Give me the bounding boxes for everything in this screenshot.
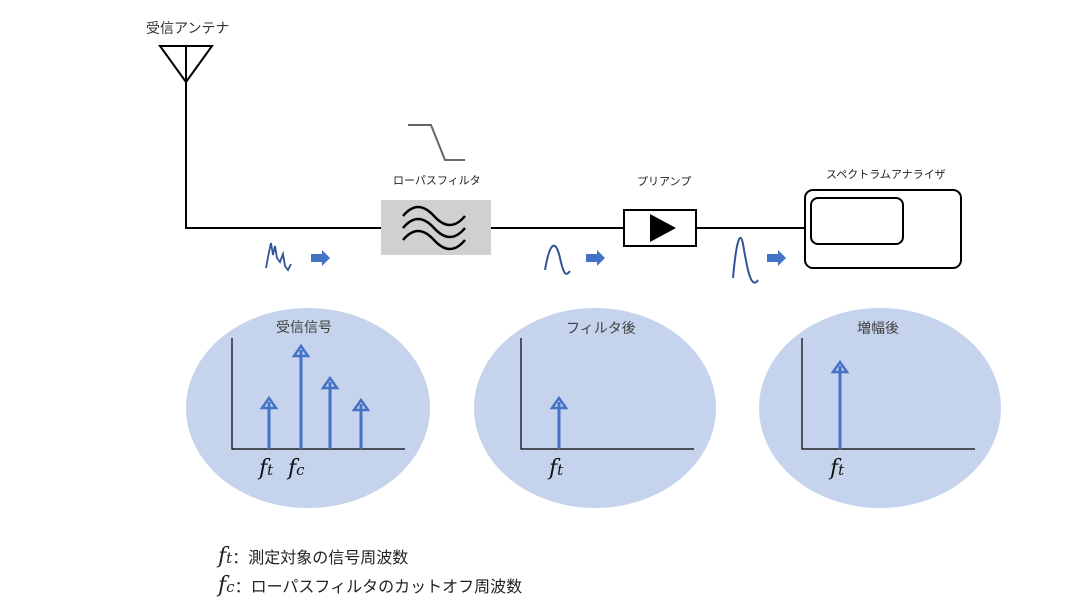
amplifier-icon [650, 214, 676, 242]
lpf-label: ローパスフィルタ [393, 174, 481, 187]
amp-label: プリアンプ [637, 175, 692, 188]
legend-item-fc: fc：ローパスフィルタのカットオフ周波数 [218, 573, 523, 598]
antenna-icon [158, 45, 214, 84]
flow-arrow-icon [767, 250, 786, 266]
arrowhead-icon [351, 397, 371, 412]
wave-icon [402, 205, 466, 251]
ft-axis-label: ft [830, 456, 845, 481]
bubble-title-amplified: 増幅後 [857, 321, 899, 337]
signal-line [185, 82, 381, 229]
lpf-response-icon [408, 124, 465, 161]
lpf-block [381, 200, 491, 255]
spectrum-bubble-amplified [759, 308, 1001, 508]
fc-axis-label: fc [288, 456, 305, 481]
flow-arrow-icon [586, 250, 605, 266]
screen-icon [810, 197, 904, 245]
spectrum-analyzer-block [804, 189, 962, 269]
antenna-label: 受信アンテナ [146, 21, 230, 37]
flow-arrow-icon [311, 250, 330, 266]
spectrum-bubble-filtered [474, 308, 716, 508]
arrowhead-icon [291, 343, 311, 358]
received-signal-wave-icon [265, 242, 292, 272]
bubble-title-filtered: フィルタ後 [566, 321, 636, 337]
spectrum-analyzer-label: スペクトラムアナライザ [826, 168, 946, 181]
amp-block [623, 209, 697, 247]
amplified-wave-icon [732, 236, 759, 284]
bubble-title-received: 受信信号 [276, 320, 332, 336]
arrowhead-icon [549, 395, 569, 410]
legend-item-ft: ft：測定対象の信号周波数 [218, 544, 409, 569]
ft-axis-label: ft [259, 456, 274, 481]
spectrum-bubble-received [186, 308, 430, 508]
arrowhead-icon [259, 395, 279, 410]
filtered-wave-icon [544, 244, 571, 275]
arrowhead-icon [320, 375, 340, 390]
arrowhead-icon [830, 359, 850, 374]
ft-axis-label: ft [549, 456, 564, 481]
